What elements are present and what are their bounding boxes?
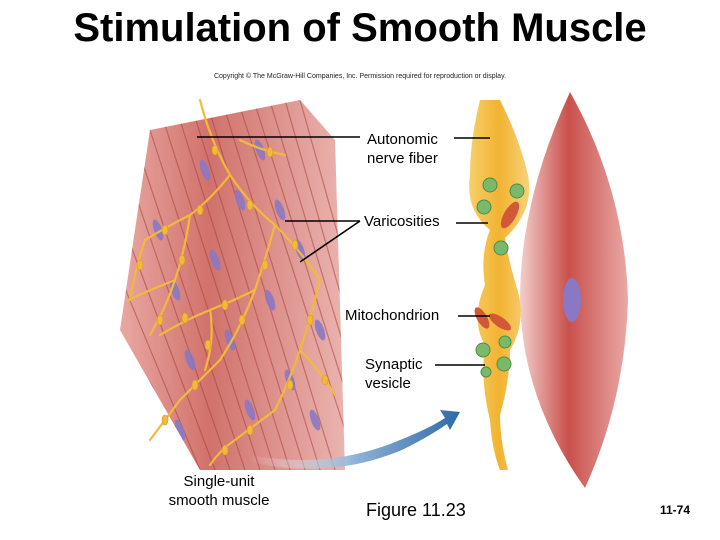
- slide-title: Stimulation of Smooth Muscle: [73, 6, 647, 50]
- label-mitochondrion: Mitochondrion: [345, 307, 440, 324]
- label-synaptic-vesicle: Synaptic vesicle: [365, 355, 423, 393]
- label-single-unit-line1: Single-unit: [183, 473, 255, 490]
- cell-nucleus: [563, 278, 581, 322]
- label-autonomic-line1: Autonomic: [367, 131, 438, 148]
- label-autonomic-line2: nerve fiber: [367, 150, 438, 167]
- varicosity-beads: [136, 144, 329, 456]
- synaptic-vesicles: [475, 177, 525, 378]
- label-autonomic-nerve-fiber: Autonomic nerve fiber: [367, 130, 438, 168]
- label-synaptic-line1: Synaptic: [365, 356, 423, 373]
- label-varicosities: Varicosities: [364, 213, 440, 230]
- smooth-muscle-cell: [520, 92, 628, 488]
- muscle-tissue-block: [120, 98, 345, 470]
- label-synaptic-line2: vesicle: [365, 375, 411, 392]
- label-single-unit-line2: smooth muscle: [168, 492, 270, 509]
- nerve-network: [126, 98, 337, 467]
- slide-number: 11-74: [660, 503, 691, 517]
- nerve-fiber: [469, 100, 530, 470]
- magnification-arrow: [250, 410, 460, 469]
- leader-lines: [197, 136, 490, 366]
- mitochondria: [474, 201, 520, 331]
- label-single-unit-smooth-muscle: Single-unit smooth muscle: [160, 472, 278, 510]
- figure-caption: Figure 11.23: [366, 500, 466, 520]
- copyright-notice: Copyright © The McGraw-Hill Companies, I…: [213, 73, 506, 80]
